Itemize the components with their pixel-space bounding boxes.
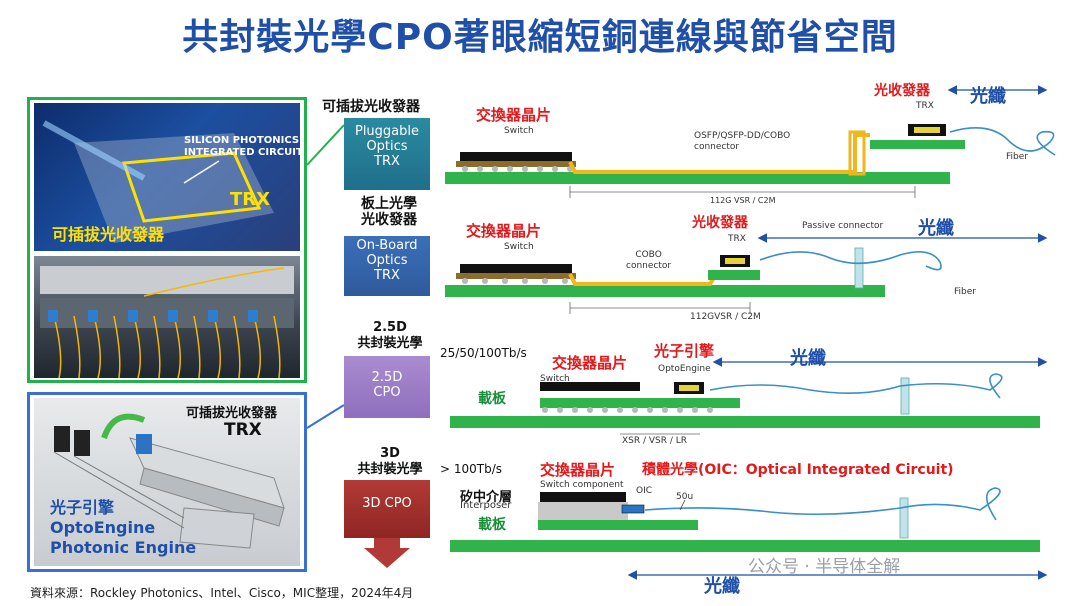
row3-link: XSR / VSR / LR <box>622 436 688 446</box>
silicon-photonics-photo: SILICON PHOTONICS INTEGRATED CIRCUIT TRX… <box>34 103 303 251</box>
module-trx-label: TRX <box>224 420 262 440</box>
col-label-3d-1: 3D <box>380 446 400 461</box>
row2-fiber-en: Fiber <box>954 287 976 297</box>
col-label-25d-1: 2.5D <box>373 320 407 335</box>
source-note: 資料來源：Rockley Photonics、Intel、Cisco，MIC整理… <box>30 586 414 600</box>
watermark: 公众号 · 半导体全解 <box>748 557 901 577</box>
col-label-onboard-1: 板上光學 <box>361 196 417 212</box>
pluggable-module-photo: 可插拔光收發器 TRX 光子引擎 OptoEngine Photonic Eng… <box>34 398 300 566</box>
down-arrow-icon <box>364 538 410 568</box>
row1-fiber-en: Fiber <box>1006 152 1028 162</box>
switch-rack-photo <box>34 256 300 378</box>
transceiver-illustration <box>42 120 274 243</box>
row3-photon-zh: 光子引擎 <box>654 342 715 360</box>
photo-caption-line2: INTEGRATED CIRCUIT <box>184 147 303 158</box>
box3-line1: 2.5D <box>371 370 403 385</box>
row1-switch-en: Switch <box>504 126 534 136</box>
row1-connector-1: OSFP/QSFP-DD/COBO <box>694 131 791 141</box>
row1-fiber-zh: 光纖 <box>970 86 1006 107</box>
box1-line1: Pluggable <box>354 124 420 139</box>
row3-substrate: 載板 <box>478 391 506 407</box>
row2-fiber-zh: 光纖 <box>918 218 954 239</box>
row3-fiber-zh: 光纖 <box>790 348 826 369</box>
row1-connector-2: connector <box>694 142 740 152</box>
row2-diagram <box>445 233 1048 314</box>
row4-substrate: 載板 <box>478 517 506 533</box>
box2-line1: On-Board <box>356 238 418 253</box>
box2-line3: TRX <box>374 268 400 283</box>
row4-fiber-zh: 光纖 <box>704 576 740 597</box>
photo-caption-line1: SILICON PHOTONICS <box>184 135 300 146</box>
row3-diagram <box>450 357 1048 435</box>
row4-switch-zh: 交換器晶片 <box>540 461 616 479</box>
box2-line2: Optics <box>366 253 408 268</box>
trx-photo-label: TRX <box>230 189 271 210</box>
row1-trx-zh: 光收發器 <box>874 83 930 99</box>
col-label-3d-2: 共封裝光學 <box>357 462 423 477</box>
row3-switch-en: Switch <box>540 374 570 384</box>
box1-line3: TRX <box>374 154 400 169</box>
row2-switch-zh: 交換器晶片 <box>466 222 542 240</box>
row4-interposer-zh: 矽中介層 <box>460 490 513 505</box>
col-label-25d-2: 共封裝光學 <box>357 336 423 351</box>
row2-passive: Passive connector <box>802 221 884 231</box>
green-photo-panel <box>27 97 307 383</box>
row4-interposer-en: Interposer <box>460 500 512 511</box>
optoengine-label: OptoEngine <box>50 518 156 537</box>
box-3d-cpo: 3D CPO <box>344 480 430 538</box>
row1-trx-en: TRX <box>916 101 934 111</box>
col-label-onboard-2: 光收發器 <box>361 212 417 228</box>
box3-line2: CPO <box>373 385 401 400</box>
page-title: 共封裝光學CPO著眼縮短銅連線與節省空間 <box>182 17 898 58</box>
row4-diagram <box>450 487 1048 580</box>
panel-connectors <box>306 124 345 429</box>
row3-bandwidth: 25/50/100Tb/s <box>440 346 527 360</box>
row4-oic-short: OIC <box>636 486 653 496</box>
blue-photo-panel <box>27 392 307 572</box>
row2-cobo-1: COBO <box>635 250 662 260</box>
photonic-engine-label: Photonic Engine <box>50 538 197 557</box>
row4-bandwidth: > 100Tb/s <box>440 462 503 476</box>
row3-opto-en: OptoEngine <box>658 364 711 374</box>
row1-diagram <box>445 85 1056 198</box>
row2-cobo-2: connector <box>626 261 672 271</box>
row2-trx-zh: 光收發器 <box>692 215 748 231</box>
box1-line2: Optics <box>366 139 408 154</box>
module-zh-label: 可插拔光收發器 <box>186 406 278 421</box>
fiber-cables-illustration <box>40 266 294 378</box>
row1-switch-zh: 交換器晶片 <box>476 106 552 124</box>
row3-switch-zh: 交換器晶片 <box>552 354 628 372</box>
row4-switch-component: Switch component <box>540 480 624 490</box>
row2-link: 112GVSR / C2M <box>690 312 761 322</box>
row4-oic: 積體光學(OIC：Optical Integrated Circuit) <box>642 462 954 478</box>
row2-trx-en: TRX <box>728 234 746 244</box>
col-label-pluggable: 可插拔光收發器 <box>322 99 420 115</box>
cpo-diagrams <box>445 85 1056 580</box>
pluggable-photo-label: 可插拔光收發器 <box>52 225 165 244</box>
module-illustration <box>53 413 285 549</box>
row1-link: 112G VSR / C2M <box>710 196 776 205</box>
row2-switch-en: Switch <box>504 242 534 252</box>
box4-line1: 3D CPO <box>362 496 412 511</box>
row4-gap: 50u <box>676 492 694 502</box>
photonic-engine-zh: 光子引擎 <box>50 498 115 517</box>
